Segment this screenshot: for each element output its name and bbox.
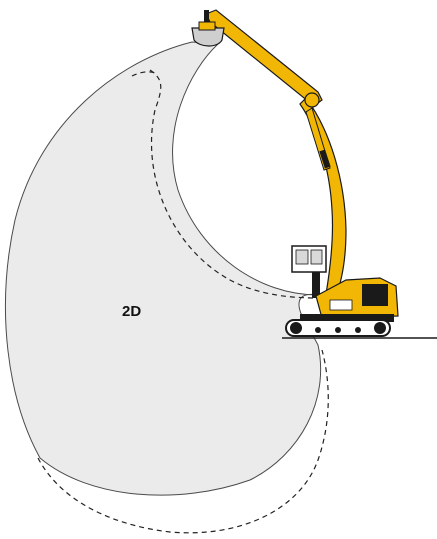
boom-arm [205,9,323,107]
zone-label: 2D [122,303,141,320]
hydraulic-cylinder-rod [319,149,331,169]
reach-dashed-top-curve [131,71,159,77]
undercarriage [300,314,394,322]
grab-bucket-icon [191,10,225,47]
reach-dashed-inner-curve [149,69,319,299]
boom-pivot [304,92,320,108]
reach-zone-envelope [4,41,322,496]
excavator-icon [285,245,399,337]
